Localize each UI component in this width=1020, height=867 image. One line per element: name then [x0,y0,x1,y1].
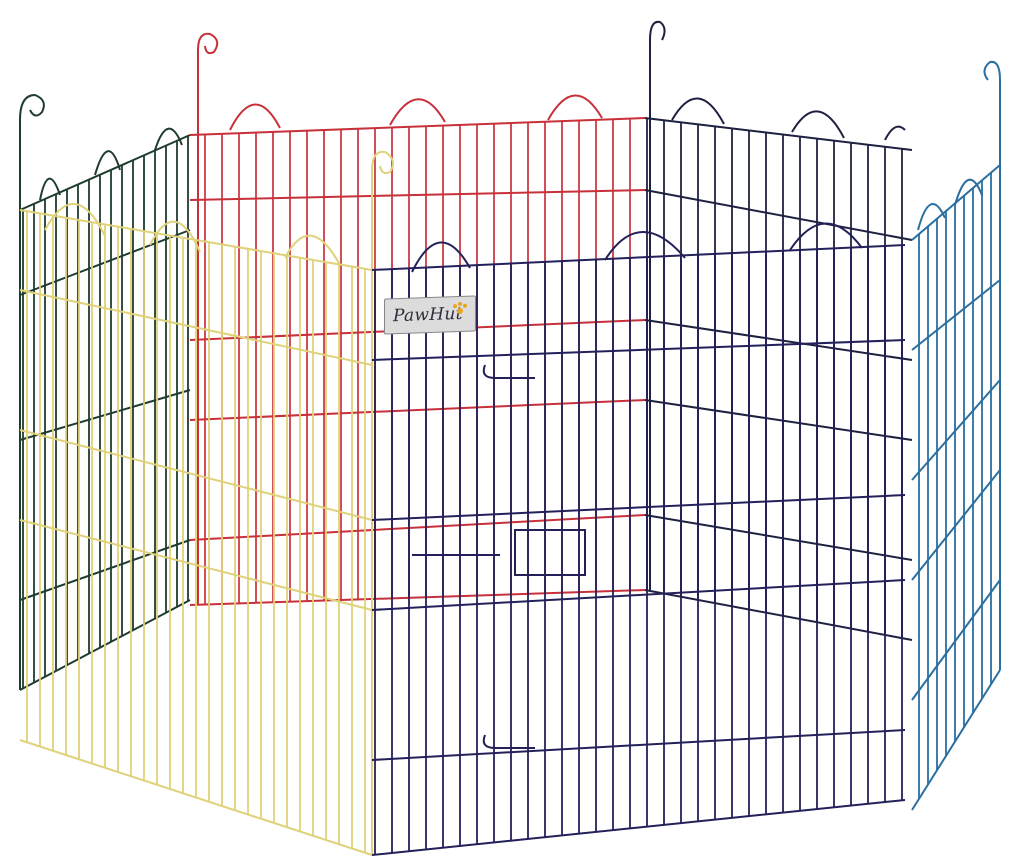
panel-right [911,60,1001,811]
panel-front-left [19,150,395,856]
paw-print-icon [453,301,467,314]
pawhut-logo: PawHut [384,295,476,335]
panel-front-door [371,222,906,856]
